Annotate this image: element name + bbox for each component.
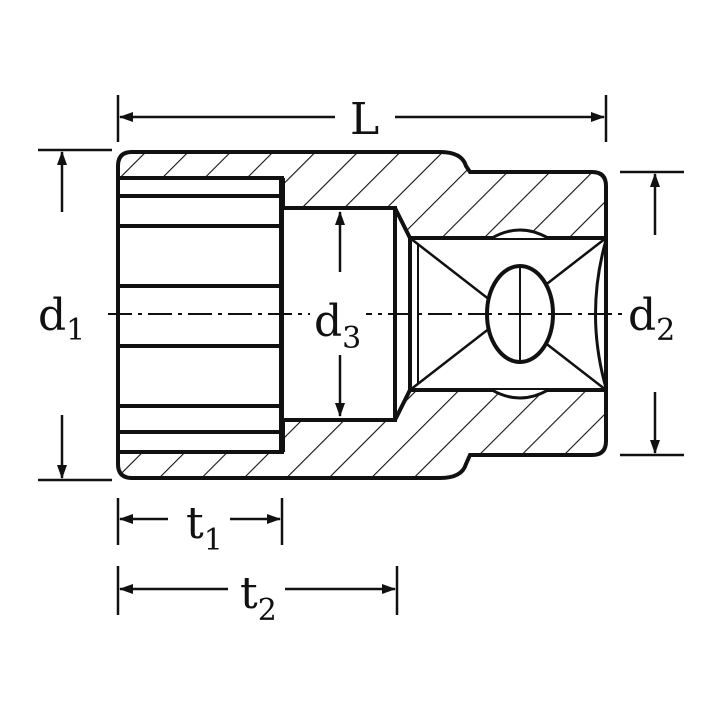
dimension-d1: [38, 148, 112, 482]
dimension-d2: [620, 170, 684, 457]
label-L: L: [350, 94, 379, 145]
label-t1: t1: [186, 498, 223, 558]
dimension-L: [116, 95, 608, 142]
label-d2: d2: [628, 290, 675, 348]
dimension-t2: [116, 566, 399, 615]
label-d1: d1: [38, 290, 85, 348]
label-t2: t2: [240, 568, 277, 628]
label-d3: d3: [314, 296, 361, 356]
dimension-t1: [116, 498, 284, 545]
